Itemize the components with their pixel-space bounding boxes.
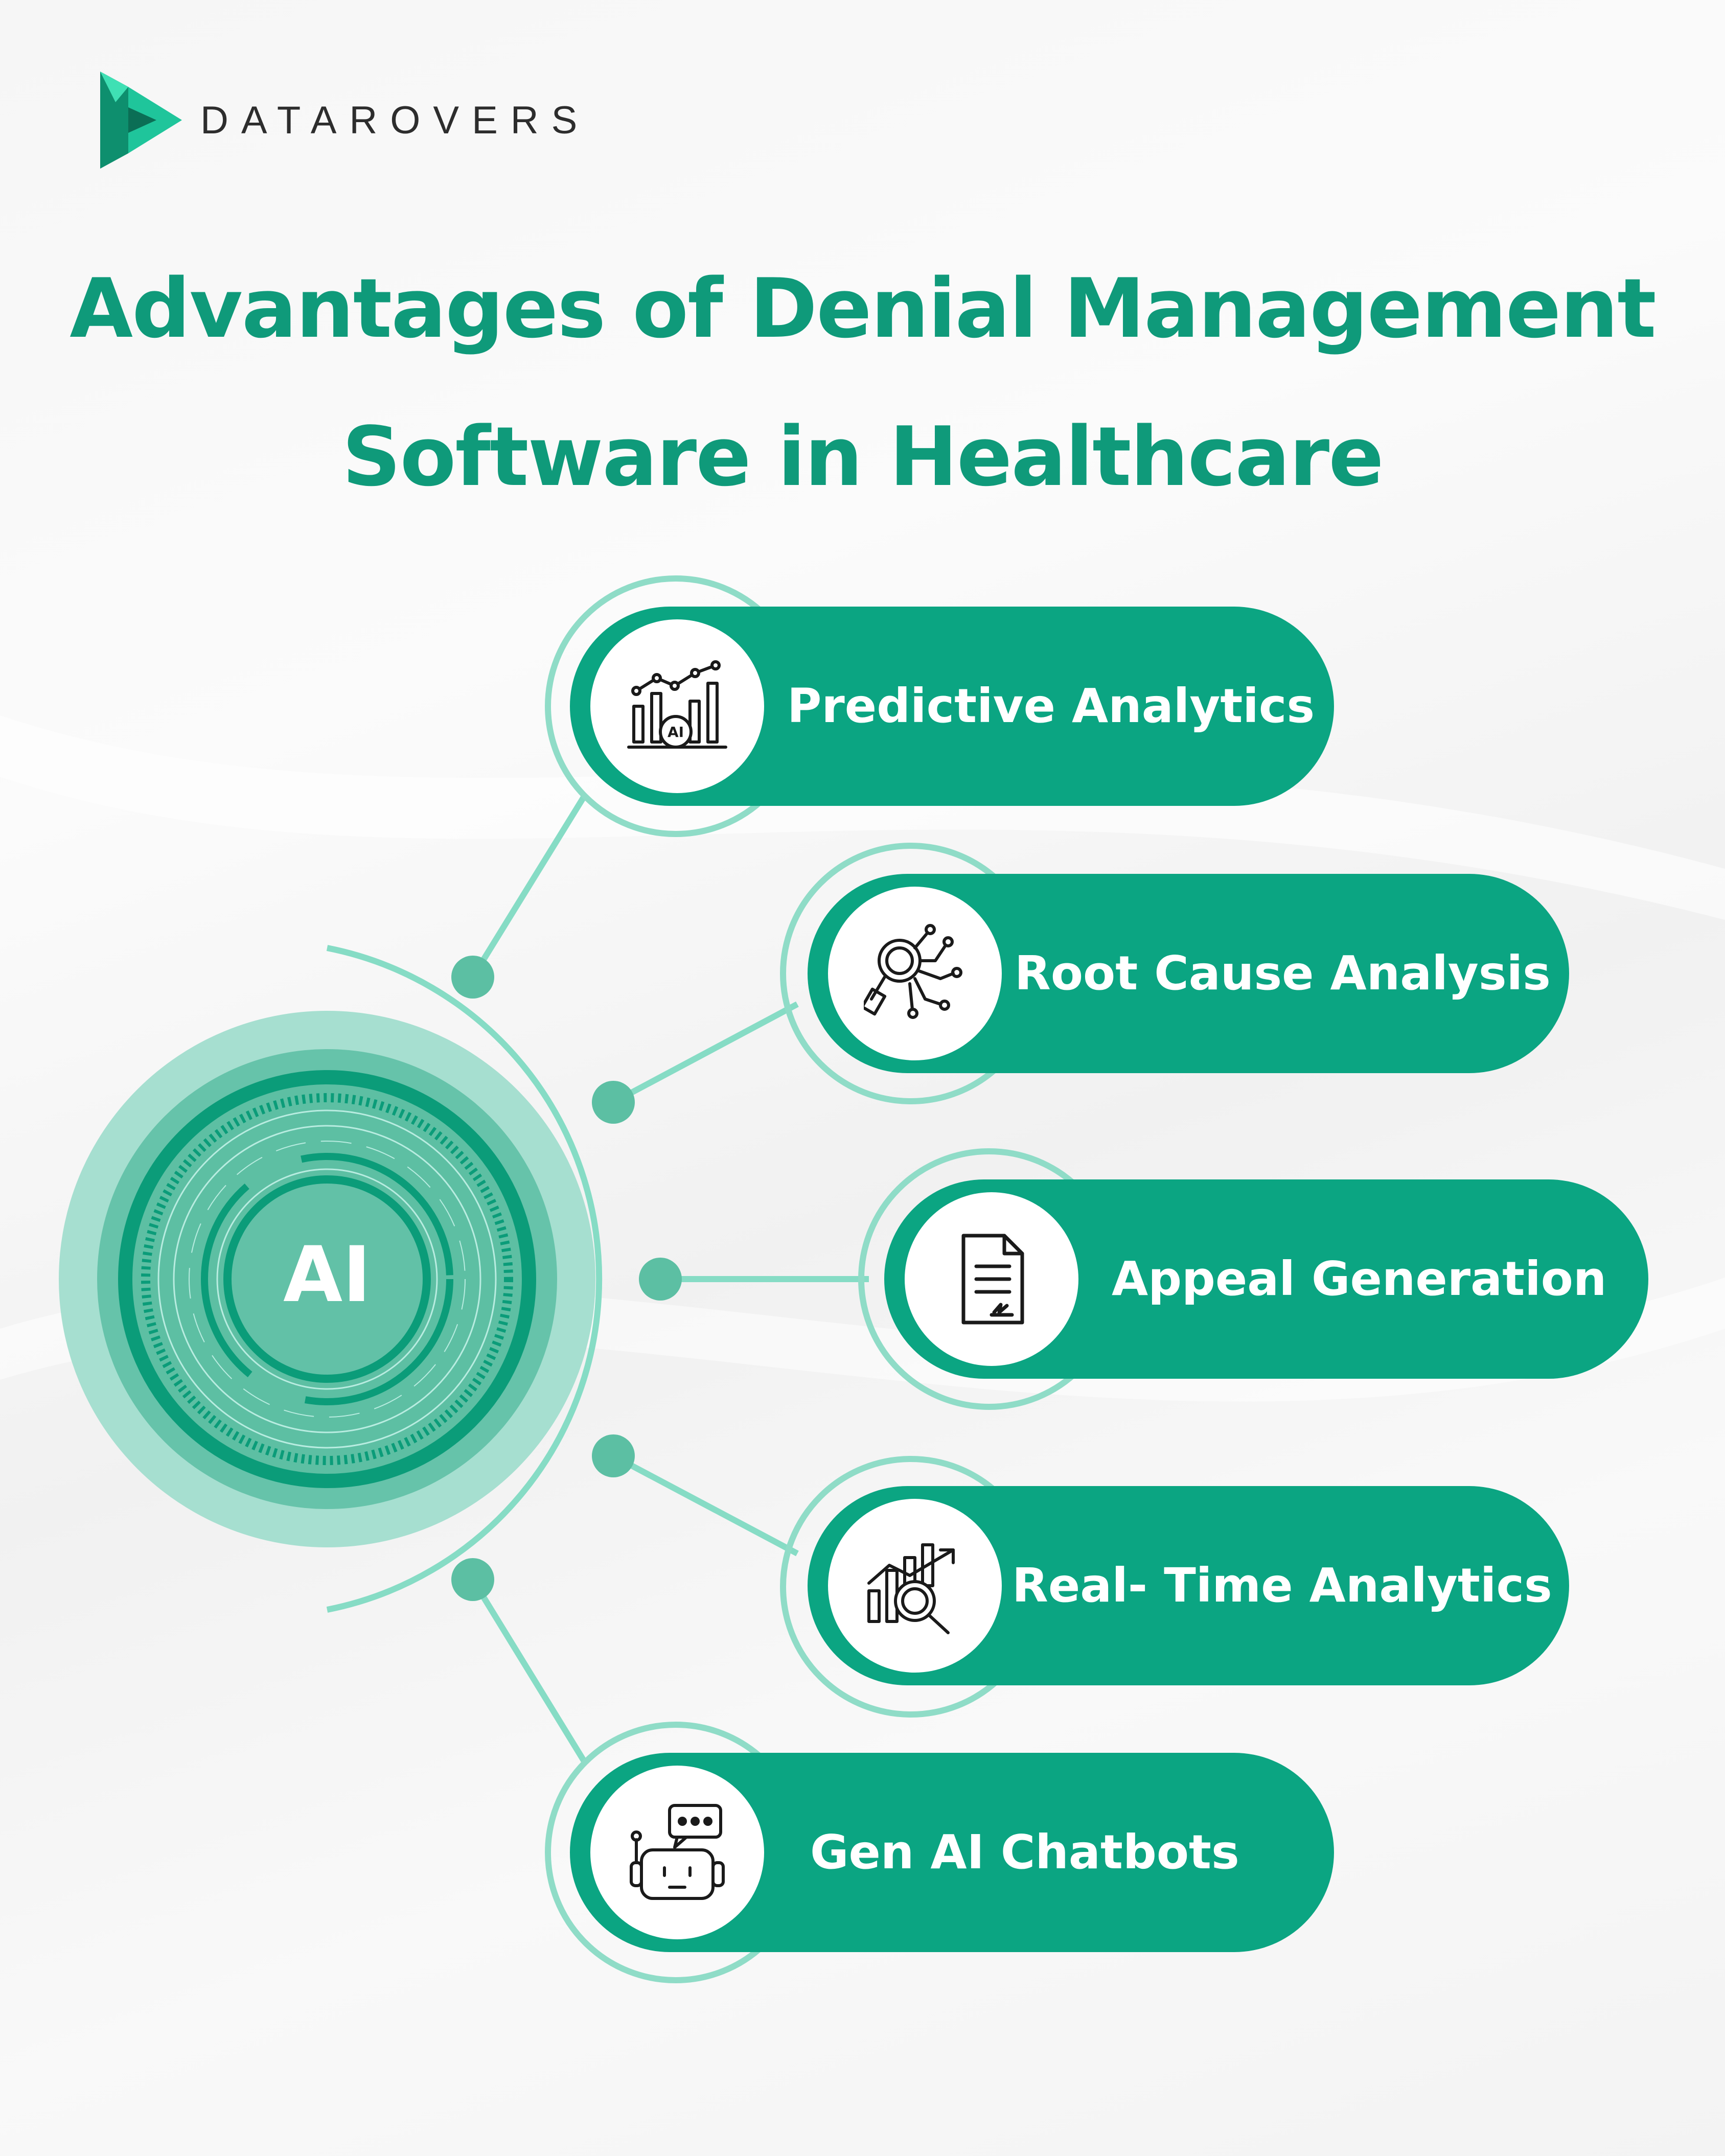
bar-chart-ai-icon: AI <box>627 660 727 749</box>
item-gen-ai-chatbots: Gen AI Chatbots <box>570 1753 1334 1952</box>
item-predictive-analytics: AI Predictive Analytics <box>570 607 1334 806</box>
ai-core-label: AI <box>283 1231 371 1319</box>
item-label: Root Cause Analysis <box>1015 946 1551 1001</box>
item-icon-circle <box>828 887 1002 1060</box>
item-root-cause-analysis: Root Cause Analysis <box>808 874 1569 1073</box>
page-title-line-2: Software in Healthcare <box>342 409 1384 504</box>
ai-core <box>59 1011 595 1547</box>
signed-document-icon <box>961 1234 1024 1325</box>
item-icon-circle: AI <box>590 619 764 793</box>
brand-mark-icon <box>100 72 182 169</box>
item-label: Appeal Generation <box>1112 1251 1607 1306</box>
item-icon-circle <box>828 1499 1002 1673</box>
chart-magnifier-icon <box>867 1543 955 1634</box>
item-label: Gen AI Chatbots <box>810 1825 1239 1880</box>
item-label: Predictive Analytics <box>787 679 1315 733</box>
item-appeal-generation: Appeal Generation <box>884 1179 1648 1379</box>
brand-logo: DATAROVERS <box>100 72 611 169</box>
magnifier-circuit-icon <box>864 924 962 1019</box>
item-icon-circle <box>905 1192 1078 1366</box>
brand-name: DATAROVERS <box>200 99 590 142</box>
page-title-line-1: Advantages of Denial Management <box>70 261 1657 356</box>
robot-chat-icon <box>630 1804 725 1900</box>
item-icon-circle <box>590 1766 764 1939</box>
item-real-time-analytics: Real- Time Analytics <box>808 1486 1569 1685</box>
item-label: Real- Time Analytics <box>1012 1558 1552 1613</box>
svg-text:AI: AI <box>668 724 684 740</box>
